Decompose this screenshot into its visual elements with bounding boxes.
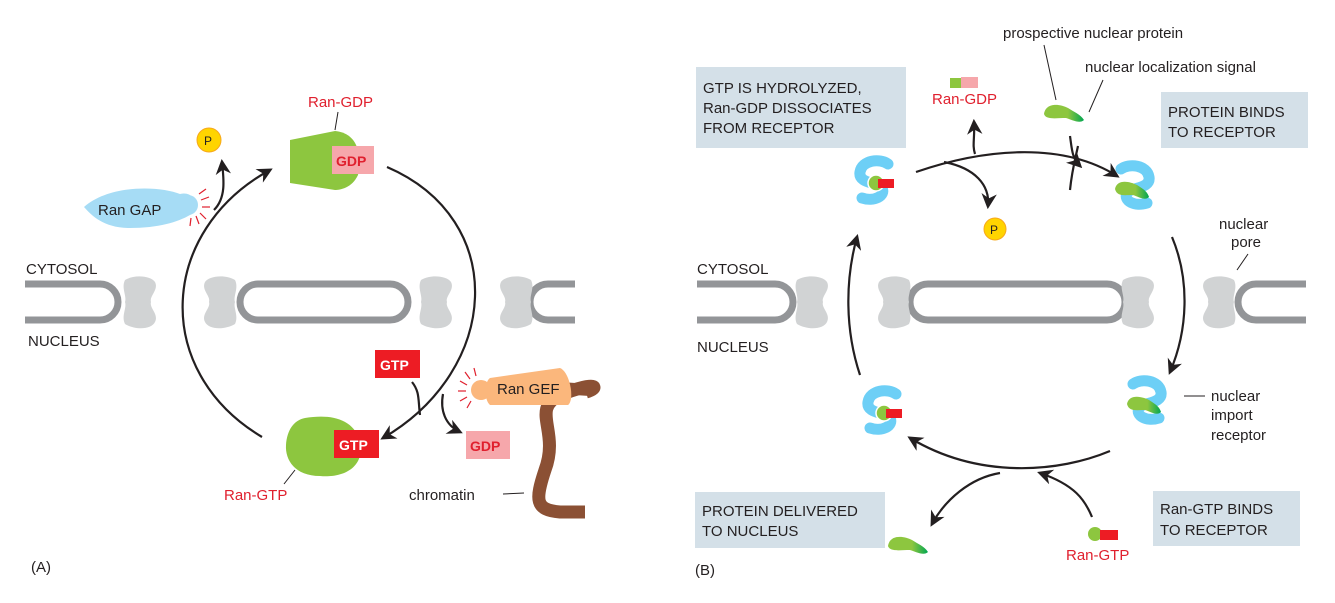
cytosol-label-a: CYTOSOL — [26, 261, 97, 278]
step-box-hydrolysis: GTP IS HYDROLYZED, Ran-GDP DISSOCIATES F… — [696, 67, 906, 148]
import-receptor-label-line1: nuclear — [1211, 388, 1260, 405]
ran-gtp-leader-a — [283, 469, 296, 485]
ran-gtp-entry-arrow — [1037, 469, 1094, 518]
panel-a: CYTOSOL NUCLEUS GDP Ran-GDP P — [25, 94, 601, 576]
cycle-arrow-bottom — [907, 436, 1111, 470]
protein-leader — [1043, 44, 1057, 101]
phosphate-a: P — [196, 127, 222, 153]
ran-gdp-leader-a — [334, 111, 339, 131]
protein-entry-arrow — [1070, 135, 1080, 191]
ran-gdp-release-arrow — [967, 118, 983, 155]
step-box-delivered: PROTEIN DELIVERED TO NUCLEUS — [695, 492, 885, 548]
phosphate-b: P — [983, 217, 1007, 241]
step-box-protein-binds: PROTEIN BINDS TO RECEPTOR — [1161, 92, 1308, 148]
nuclear-envelope-b — [697, 280, 1306, 324]
step-delivered-line2: TO NUCLEUS — [702, 523, 798, 540]
gdp-release-arrow — [441, 393, 463, 434]
receptor-ran-gtp-bottom-left — [868, 391, 902, 430]
prospective-protein-label: prospective nuclear protein — [1003, 25, 1183, 42]
gdp-badge-a: GDP — [336, 153, 366, 169]
step-protein-binds-line1: PROTEIN BINDS — [1168, 104, 1285, 121]
cycle-arrow-right — [380, 165, 477, 440]
nuclear-pore-a4 — [500, 276, 533, 329]
nuclear-pore-leader — [1236, 253, 1249, 271]
gtp-badge-a: GTP — [339, 437, 368, 453]
nls-leader — [1088, 79, 1104, 113]
receptor-protein-bottom-right — [1127, 381, 1161, 420]
receptor-ran-gtp-top-left — [860, 161, 894, 200]
chromatin-label: chromatin — [409, 487, 475, 504]
prospective-nuclear-protein — [1044, 104, 1084, 122]
ran-gdp-label-b: Ran-GDP — [932, 91, 997, 108]
nuclear-pore-b3 — [1121, 276, 1154, 329]
nuclear-pore-a2 — [204, 276, 237, 329]
nucleus-label-b: NUCLEUS — [697, 339, 769, 356]
import-receptor-label-line2: import — [1211, 407, 1254, 424]
step-delivered-line1: PROTEIN DELIVERED — [702, 503, 858, 520]
phosphate-label-a: P — [204, 134, 212, 148]
ran-gtp-small — [1088, 527, 1118, 541]
chromatin-strand — [532, 379, 601, 519]
nls-label: nuclear localization signal — [1085, 59, 1256, 76]
ran-gap: Ran GAP — [84, 188, 210, 228]
ran-gtp-label-a: Ran-GTP — [224, 487, 287, 504]
nuclear-pore-label-line2: pore — [1231, 234, 1261, 251]
ran-gdp-protein-a: GDP — [290, 131, 374, 190]
gef-activity-spark — [458, 367, 477, 409]
step-ran-gtp-binds-line2: TO RECEPTOR — [1160, 522, 1268, 539]
step-protein-binds-line2: TO RECEPTOR — [1168, 124, 1276, 141]
ran-gef: Ran GEF — [458, 367, 572, 409]
panel-b-label: (B) — [695, 562, 715, 579]
nuclear-pore-b2 — [878, 276, 911, 329]
gap-activity-spark — [189, 188, 210, 227]
step-box-ran-gtp-binds: Ran-GTP BINDS TO RECEPTOR — [1153, 491, 1300, 546]
ran-gtp-label-b: Ran-GTP — [1066, 547, 1129, 564]
free-gtp: GTP — [375, 350, 420, 378]
nuclear-pore-a1 — [123, 276, 156, 329]
released-gdp-label: GDP — [470, 438, 500, 454]
phosphate-release-arrow-b — [943, 160, 997, 210]
nuclear-pore-label-line1: nuclear — [1219, 216, 1268, 233]
step-hydrolysis-line1: GTP IS HYDROLYZED, — [703, 80, 862, 97]
ran-gdp-small — [950, 77, 978, 88]
step-hydrolysis-line3: FROM RECEPTOR — [703, 120, 835, 137]
phosphate-label-b: P — [990, 223, 998, 237]
step-ran-gtp-binds-line1: Ran-GTP BINDS — [1160, 501, 1273, 518]
gtp-entry-arrow — [411, 381, 422, 416]
ran-gap-label: Ran GAP — [98, 202, 161, 219]
phosphate-release-arrow — [213, 158, 232, 211]
ran-gdp-label-a: Ran-GDP — [308, 94, 373, 111]
cycle-arrow-left-b — [846, 234, 862, 376]
nuclear-pore-b4 — [1203, 276, 1236, 329]
nucleus-label-a: NUCLEUS — [28, 333, 100, 350]
ran-gtp-protein-a: GTP — [285, 416, 379, 477]
import-receptor-label-line3: receptor — [1211, 427, 1266, 444]
delivered-protein — [888, 536, 928, 554]
step-hydrolysis-line2: Ran-GDP DISSOCIATES — [703, 100, 872, 117]
chromatin-leader — [502, 492, 525, 495]
free-gtp-label: GTP — [380, 357, 409, 373]
cytosol-label-b: CYTOSOL — [697, 261, 768, 278]
cycle-arrow-left — [181, 168, 273, 438]
nuclear-pore-b1 — [795, 276, 828, 329]
nuclear-pore-a3 — [419, 276, 452, 329]
cycle-arrow-top — [915, 151, 1120, 178]
panel-b: CYTOSOL NUCLEUS Ran-GDP P — [695, 25, 1308, 579]
protein-delivery-arrow — [930, 471, 1001, 527]
nuclear-envelope-a — [25, 280, 575, 324]
panel-a-label: (A) — [31, 559, 51, 576]
receptor-protein-top-right — [1115, 166, 1149, 205]
released-gdp: GDP — [466, 431, 510, 459]
ran-gef-label: Ran GEF — [497, 381, 560, 398]
cycle-arrow-right-b — [1167, 236, 1186, 375]
